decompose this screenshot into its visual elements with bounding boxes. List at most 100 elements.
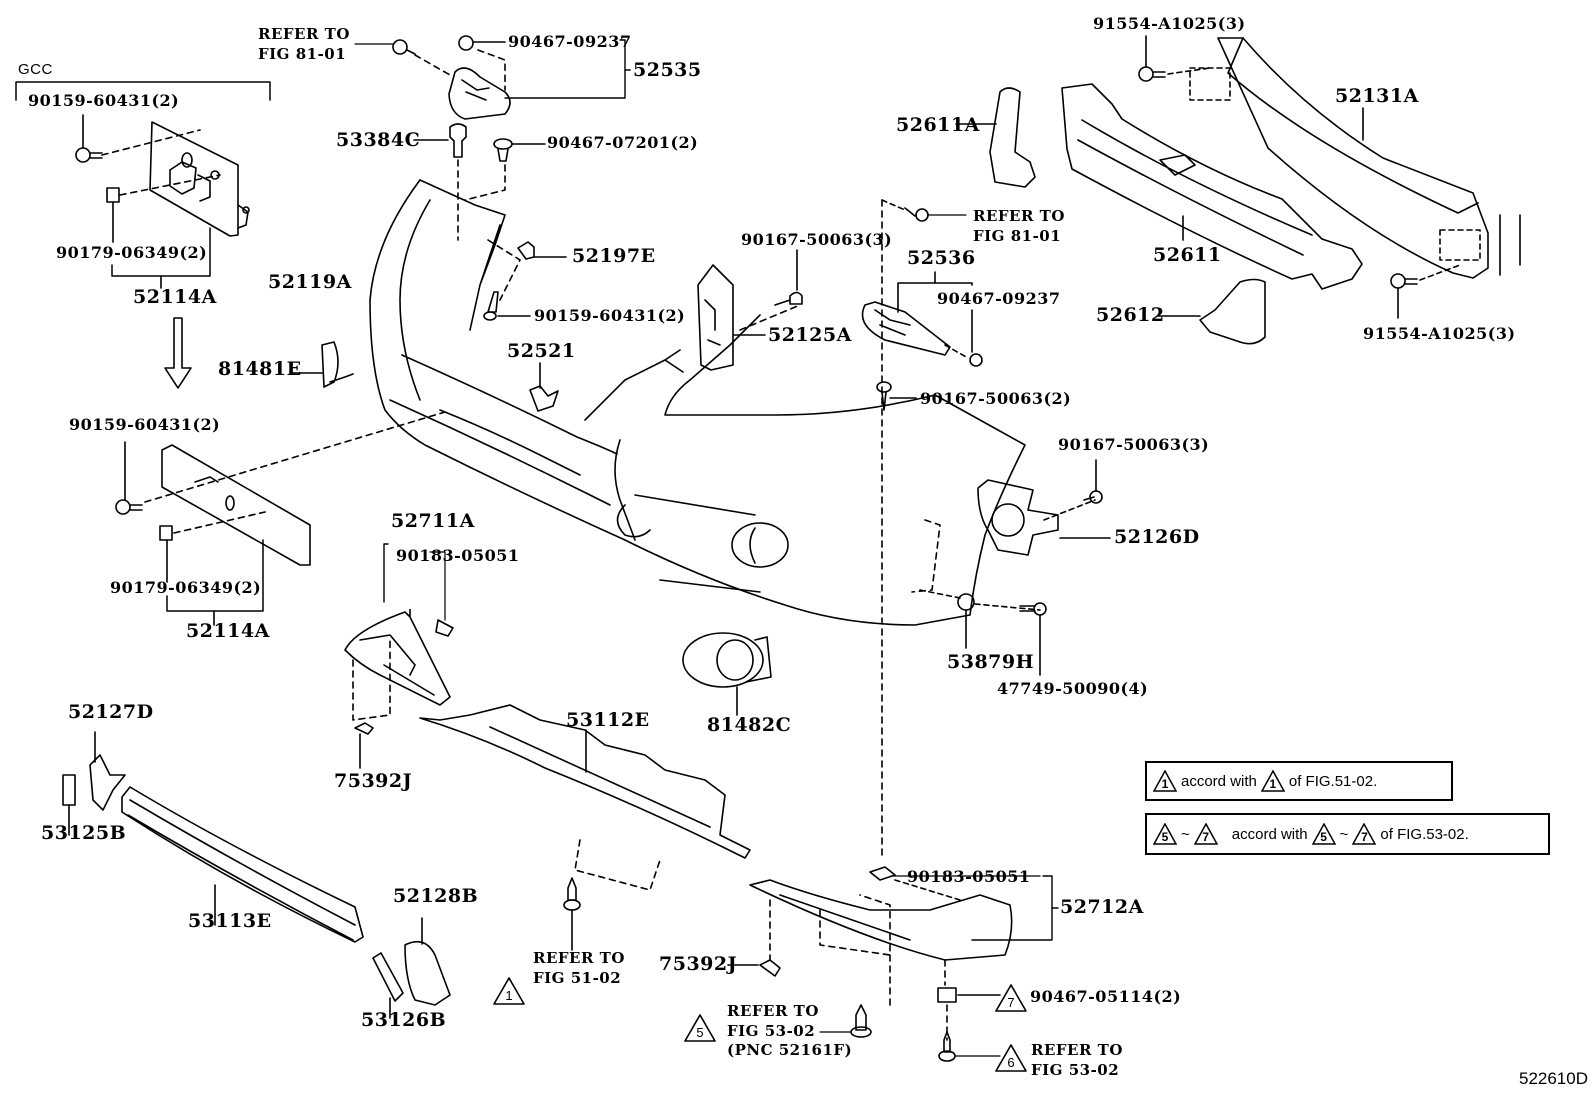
part-label[interactable]: 75392J — [334, 770, 413, 792]
part-label[interactable]: 90179-06349(2) — [56, 243, 208, 262]
part-53125B — [62, 774, 76, 836]
refer-fig-81-01-mid[interactable]: REFER TO FIG 81-01 — [973, 207, 1065, 246]
part-label[interactable]: 52612 — [1096, 304, 1165, 326]
part-label[interactable]: 52521 — [507, 340, 576, 362]
part-label[interactable]: 52536 — [907, 247, 976, 269]
bolt-90159-60431-lower — [115, 411, 446, 515]
bracket-52535 — [354, 35, 631, 120]
part-label[interactable]: 90167-50063(2) — [920, 389, 1072, 408]
screw-90167-50063-2 — [876, 381, 917, 411]
legend-suffix: of FIG.53-02. — [1380, 825, 1469, 843]
part-label[interactable]: 52114A — [186, 620, 270, 642]
part-label[interactable]: 53879H — [947, 651, 1035, 673]
part-label[interactable]: 90159-60431(2) — [534, 306, 686, 325]
bumper-cover-52119A — [369, 179, 1026, 626]
refer-fig-51-02[interactable]: REFER TO FIG 51-02 — [533, 949, 625, 988]
part-label[interactable]: 75392J — [659, 953, 738, 975]
part-label[interactable]: 90183-05051 — [907, 867, 1031, 886]
part-label[interactable]: 90183-05051 — [396, 546, 520, 565]
triangle-number: 1 — [505, 988, 512, 1003]
part-label[interactable]: 90167-50063(3) — [1058, 435, 1210, 454]
refer-line: REFER TO — [973, 207, 1065, 225]
part-label[interactable]: 53113E — [188, 910, 272, 932]
tilde: ~ — [1339, 825, 1349, 843]
part-label[interactable]: 53384C — [336, 129, 421, 151]
part-81481E — [289, 341, 354, 388]
legend-text: accord with — [1181, 772, 1257, 790]
clip-90179-06349-gcc — [106, 174, 221, 243]
part-label[interactable]: 47749-50090(4) — [997, 679, 1149, 698]
part-52612 — [1157, 278, 1266, 345]
refer-fig-81-01-top[interactable]: REFER TO FIG 81-01 — [258, 25, 350, 64]
part-label[interactable]: 52197E — [572, 245, 656, 267]
part-label[interactable]: 90167-50063(3) — [741, 230, 893, 249]
refer-line: FIG 53-02 — [1031, 1060, 1120, 1079]
refer-line: REFER TO — [258, 25, 350, 43]
warning-triangle-icon — [493, 977, 1027, 1072]
part-label[interactable]: 91554-A1025(3) — [1363, 324, 1516, 343]
part-label[interactable]: 52611A — [896, 114, 980, 136]
refer-fig-53-02-b[interactable]: REFER TO FIG 53-02 — [1031, 1041, 1123, 1080]
part-label[interactable]: 53126B — [361, 1009, 447, 1031]
part-label[interactable]: 81481E — [218, 358, 302, 380]
part-label[interactable]: 90467-09237 — [937, 289, 1061, 308]
clip-90467-07201 — [464, 138, 546, 201]
refer-line: FIG 81-01 — [258, 44, 347, 63]
bracket-52126D — [977, 459, 1111, 556]
part-label[interactable]: 90159-60431(2) — [28, 91, 180, 110]
part-label[interactable]: 52535 — [633, 59, 702, 81]
part-label[interactable]: 81482C — [707, 714, 792, 736]
reinforcement-52131A — [1189, 37, 1521, 279]
clip-90467-05114 — [937, 987, 1001, 1041]
part-label[interactable]: 52711A — [391, 510, 475, 532]
figure-id: 522610D — [1518, 1069, 1588, 1088]
part-label[interactable]: 90467-07201(2) — [547, 133, 699, 152]
bolt-91554-A1025-top — [1138, 35, 1211, 82]
warning-triangle-icon: 5 — [1153, 823, 1177, 845]
screw-90159-60431-mid — [483, 291, 531, 321]
warning-triangle-icon: 1 — [1260, 770, 1285, 792]
spoiler-52711A — [344, 543, 454, 769]
part-label[interactable]: 52127D — [68, 701, 154, 723]
clip-52161F — [819, 1004, 872, 1038]
part-label[interactable]: 52712A — [1060, 896, 1144, 918]
refer-line: REFER TO — [533, 949, 625, 967]
part-label[interactable]: 90467-05114(2) — [1030, 987, 1182, 1006]
triangle-number: 6 — [1007, 1055, 1014, 1070]
bracket-52611A — [955, 87, 1036, 188]
bolt-refer-81-01-mid — [881, 199, 967, 222]
part-label[interactable]: 53125B — [41, 822, 127, 844]
legend-note-5-7: 5 ~ 7 accord with 5 ~ 7 of FIG.53-02. — [1145, 813, 1550, 855]
bolt-47749-50090 — [1019, 602, 1047, 676]
part-label[interactable]: 52114A — [133, 286, 217, 308]
part-52127D — [89, 731, 126, 811]
part-label[interactable]: 52128B — [393, 885, 479, 907]
warning-triangle-icon: 1 — [1153, 770, 1177, 792]
energy-absorber-52611 — [1061, 83, 1363, 290]
refer-line: FIG 81-01 — [973, 226, 1062, 245]
nut-53879H — [919, 589, 1041, 649]
fog-cover-81482C — [682, 632, 772, 716]
part-label[interactable]: 91554-A1025(3) — [1093, 14, 1246, 33]
gcc-group-bracket — [15, 81, 271, 101]
triangle-number: 7 — [1007, 995, 1014, 1010]
part-label[interactable]: 52119A — [268, 271, 352, 293]
triangle-numbers: 1 5 7 6 — [505, 988, 1014, 1070]
legend-text: accord with — [1231, 825, 1308, 843]
clip-90179-06349-lower — [159, 511, 266, 583]
part-label[interactable]: 52125A — [768, 324, 852, 346]
part-label[interactable]: 90159-60431(2) — [69, 415, 221, 434]
grille-53112E — [419, 704, 751, 891]
part-label[interactable]: 90467-09237 — [508, 32, 632, 51]
part-label[interactable]: 53112E — [566, 709, 650, 731]
part-label[interactable]: 52611 — [1153, 244, 1222, 266]
license-plate-bracket-gcc — [149, 121, 250, 237]
refer-line: (PNC 52161F) — [727, 1041, 853, 1059]
legend-note-1: 1 accord with 1 of FIG.51-02. — [1145, 761, 1453, 801]
part-label[interactable]: 90179-06349(2) — [110, 578, 262, 597]
refer-fig-53-02-pnc[interactable]: REFER TO FIG 53-02 (PNC 52161F) — [727, 1002, 852, 1061]
bracket-line — [166, 539, 264, 612]
part-label[interactable]: 52131A — [1335, 85, 1419, 107]
tilde: ~ — [1181, 825, 1190, 843]
part-label[interactable]: 52126D — [1114, 526, 1200, 548]
